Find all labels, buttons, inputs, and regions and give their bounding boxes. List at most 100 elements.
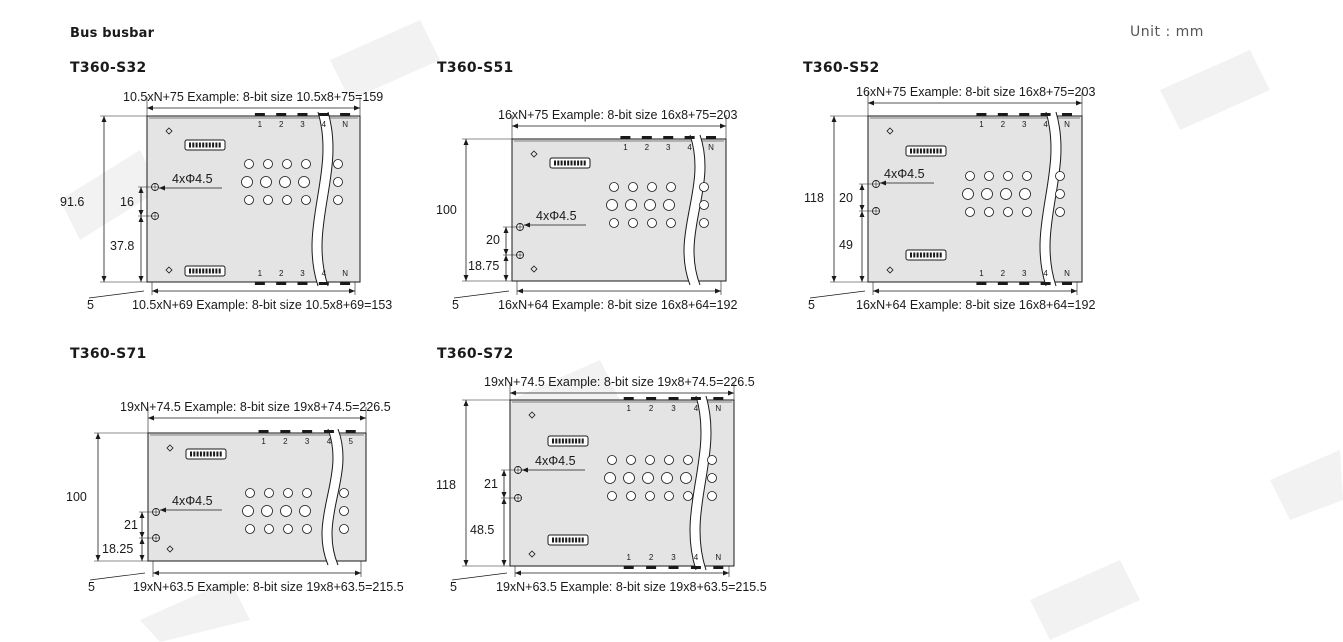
top-pin-number: 4: [322, 120, 327, 129]
break-gap: [312, 112, 333, 286]
hole-spacing-label: 21: [484, 477, 498, 491]
pin-clip: [997, 282, 1008, 285]
connector-pin: [560, 160, 563, 166]
arrow-head: [522, 467, 528, 473]
break-line: [693, 134, 706, 286]
break-gap: [684, 135, 705, 285]
bottom-pin-number: N: [715, 553, 721, 562]
connector-pin: [571, 438, 574, 444]
marker-diamond: [166, 545, 174, 553]
hole-spacing-label: 21: [124, 518, 138, 532]
pin-clip: [258, 430, 269, 433]
terminal-hole: [283, 524, 293, 534]
connector-pin: [923, 252, 926, 258]
arrow-head: [147, 105, 153, 111]
connector-pin: [565, 537, 568, 543]
terminal-hole: [282, 195, 292, 205]
bottom-pin-number: 4: [1043, 269, 1048, 278]
pin-clip: [1040, 282, 1051, 285]
arrow-head: [95, 433, 101, 439]
top-pin-number: 3: [1022, 120, 1027, 129]
arrow-head: [139, 512, 145, 518]
break-line: [699, 395, 712, 571]
pin-clip: [276, 113, 287, 116]
arrow-head: [503, 255, 509, 261]
arrow-head: [138, 210, 144, 216]
connector-pin: [926, 148, 929, 154]
terminal-hole: [680, 472, 692, 484]
top-pin-number: 2: [645, 143, 650, 152]
top-pin-number: 2: [279, 120, 284, 129]
connector-pin: [558, 438, 561, 444]
bottom-pin-number: 3: [671, 553, 676, 562]
top-pin-number: 2: [649, 404, 654, 413]
arrow-head: [715, 288, 721, 294]
marker-diamond: [166, 444, 174, 452]
offset-leader: [89, 572, 146, 581]
connector-pin: [577, 160, 580, 166]
terminal-hole: [1022, 207, 1032, 217]
connector-pin: [919, 252, 922, 258]
terminal-hole: [647, 182, 657, 192]
arrow-head: [463, 400, 469, 406]
connector-pin: [218, 268, 221, 274]
terminal-hole: [301, 195, 311, 205]
pin-clip: [690, 397, 701, 400]
connector-pin: [189, 268, 191, 274]
connector-pin: [916, 252, 919, 258]
bottom-dimension-label: 16xN+64 Example: 8-bit size 16x8+64=192: [498, 298, 737, 312]
connector-pin: [218, 142, 221, 148]
terminal-hole: [645, 455, 655, 465]
connector-pin: [565, 438, 568, 444]
connector-pin: [555, 537, 558, 543]
arrow-head: [152, 288, 158, 294]
terminal-hole: [263, 195, 273, 205]
pin-clip: [646, 397, 657, 400]
height-dimension-label: 118: [804, 191, 824, 205]
model-title-s52: T360-S52: [803, 60, 880, 76]
arrow-head: [720, 123, 726, 129]
arrow-head: [153, 570, 159, 576]
hole-callout-label: 4xΦ4.5: [884, 167, 925, 181]
connector-pin: [580, 160, 583, 166]
terminal-hole: [333, 177, 343, 187]
arrow-head: [139, 532, 145, 538]
terminal-hole: [626, 455, 636, 465]
terminal-hole: [699, 182, 709, 192]
break-gap: [1040, 112, 1061, 286]
connector-pin: [199, 451, 202, 457]
model-title-s51: T360-S51: [437, 60, 514, 76]
terminal-hole: [962, 188, 974, 200]
arrow-head: [515, 570, 521, 576]
terminal-hole: [707, 473, 717, 483]
terminal-hole: [607, 491, 617, 501]
arrow-head: [138, 216, 144, 222]
terminal-hole: [626, 491, 636, 501]
arrow-head: [510, 390, 516, 396]
connector-pin: [212, 268, 215, 274]
connector-pin: [208, 142, 211, 148]
terminal-hole: [623, 472, 635, 484]
terminal-hole: [683, 491, 693, 501]
connector-pin: [578, 537, 581, 543]
arrow-head: [101, 116, 107, 122]
pin-clip: [690, 566, 701, 569]
hole-spacing-label: 16: [120, 195, 134, 209]
terminal-hole: [283, 488, 293, 498]
arrow-head: [859, 184, 865, 190]
pin-clip: [254, 282, 265, 285]
hole-spacing-label: 20: [486, 233, 500, 247]
connector-pin: [933, 148, 936, 154]
arrow-head: [101, 276, 107, 282]
terminal-hole: [683, 455, 693, 465]
connector-pin: [929, 252, 932, 258]
hole-callout-label: 4xΦ4.5: [172, 172, 213, 186]
arrow-head: [95, 555, 101, 561]
connector-pin: [195, 142, 198, 148]
terminal-hole: [609, 182, 619, 192]
terminal-hole: [302, 488, 312, 498]
arrow-head: [355, 570, 361, 576]
connector-pin: [916, 148, 919, 154]
